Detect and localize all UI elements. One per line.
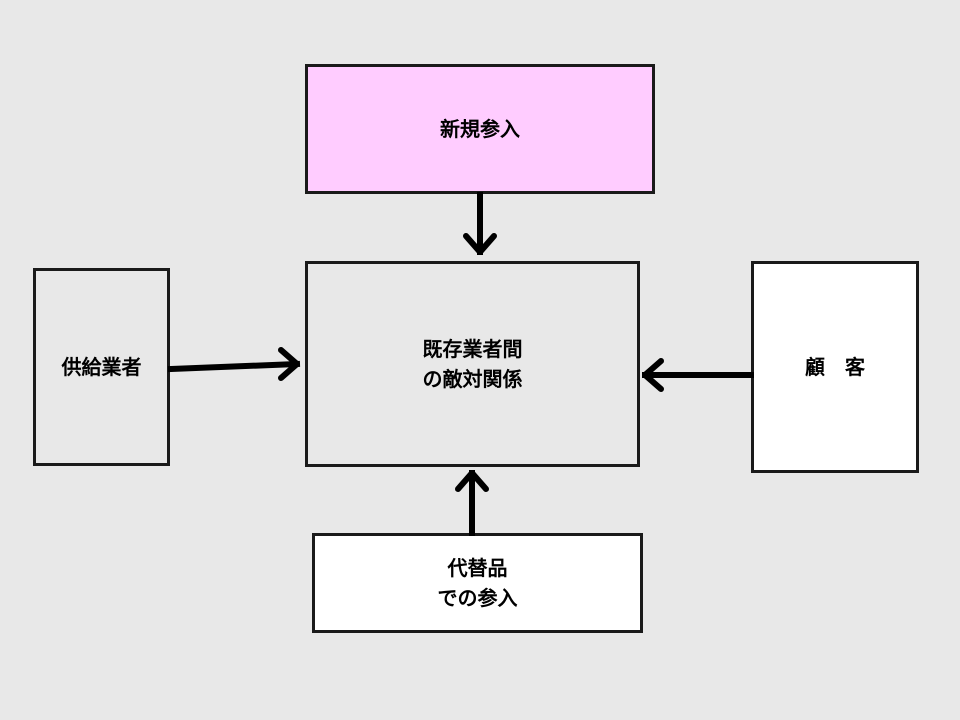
rivalry-label: 既存業者間 の敵対関係 [422,337,523,391]
new-entrants-label: 新規参入 [440,117,520,141]
arrow-new-entrants-to-rivalry [463,192,497,255]
arrow-substitutes-to-rivalry [455,470,489,536]
substitutes-label: 代替品 での参入 [437,556,518,610]
suppliers-box: 供給業者 [33,268,170,466]
customers-box: 顧 客 [751,261,919,473]
substitutes-box: 代替品 での参入 [312,533,643,633]
arrow-customers-to-rivalry [642,358,754,392]
customers-label: 顧 客 [805,355,865,379]
arrow-suppliers-to-rivalry [167,347,301,381]
suppliers-label: 供給業者 [61,355,142,379]
new-entrants-box: 新規参入 [305,64,655,194]
rivalry-box: 既存業者間 の敵対関係 [305,261,640,467]
